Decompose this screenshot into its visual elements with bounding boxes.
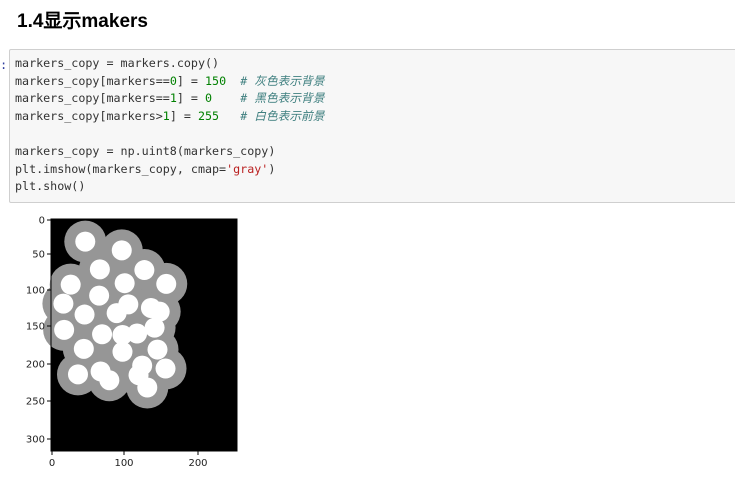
y-tick-label: 100: [26, 286, 45, 297]
marker-foreground: [67, 364, 88, 385]
marker-foreground: [147, 339, 168, 360]
marker-foreground: [89, 259, 110, 280]
x-tick-label: 0: [49, 458, 55, 469]
marker-foreground: [75, 231, 96, 252]
code-line: markers_copy = markers.copy(): [15, 55, 324, 73]
code-token: 255: [197, 108, 220, 123]
marker-foreground: [144, 317, 165, 338]
y-tick-label: 300: [26, 435, 45, 446]
cell-output: 0 50 100 150 200 250 300 0 100 200: [0, 205, 300, 487]
code-line: [15, 125, 324, 143]
code-token: ] =: [176, 91, 206, 106]
axes-frame: [50, 218, 238, 452]
code-token: 'gray': [226, 161, 269, 176]
marker-foreground: [73, 338, 94, 359]
marker-foreground: [112, 324, 133, 345]
y-tick-label: 0: [39, 216, 45, 227]
code-line: markers_copy[markers==0] = 150 # 灰色表示背景: [15, 73, 324, 91]
code-token: ): [268, 161, 276, 176]
code-token: 1: [169, 91, 177, 106]
marker-foreground: [128, 365, 149, 386]
code-token: # 白色表示前景: [219, 108, 325, 123]
code-token: 0: [169, 73, 177, 88]
y-tick-label: 50: [32, 250, 45, 261]
code-line: markers_copy = np.uint8(markers_copy): [15, 143, 324, 161]
marker-foreground: [54, 319, 75, 340]
code-token: plt.show(): [15, 179, 86, 194]
y-tick-label: 250: [26, 397, 45, 408]
code-token: markers_copy[markers==: [15, 73, 170, 88]
code-token: ] =: [176, 73, 206, 88]
code-cell[interactable]: markers_copy = markers.copy() markers_cop…: [9, 49, 735, 203]
marker-foreground: [53, 293, 74, 314]
code-token: # 灰色表示背景: [226, 73, 325, 88]
code-line: plt.imshow(markers_copy, cmap='gray'): [15, 161, 324, 179]
marker-foreground: [92, 324, 113, 345]
section-heading: 1.4显示makers: [17, 11, 148, 32]
code-line: plt.show(): [15, 178, 324, 196]
marker-foreground: [111, 240, 132, 261]
x-tick-label: 200: [188, 458, 207, 469]
marker-foreground: [106, 303, 127, 324]
cell-prompt: :: [0, 58, 8, 72]
code-token: markers_copy[markers>: [15, 108, 163, 123]
code-token: 1: [162, 108, 170, 123]
code-editor[interactable]: markers_copy = markers.copy() markers_cop…: [15, 55, 324, 196]
code-token: ] =: [169, 108, 198, 123]
code-token: plt.imshow(markers_copy, cmap=: [15, 161, 227, 176]
marker-foreground: [112, 341, 133, 362]
code-token: markers_copy = np.uint8(markers_copy): [15, 143, 276, 158]
code-line: markers_copy[markers==1] = 0 # 黑色表示背景: [15, 90, 324, 108]
code-line: markers_copy[markers>1] = 255 # 白色表示前景: [15, 108, 324, 126]
marker-foreground: [156, 273, 177, 294]
marker-foreground: [114, 273, 135, 294]
marker-foreground: [155, 358, 176, 379]
code-token: markers_copy[markers==: [15, 91, 170, 106]
marker-foreground: [149, 301, 170, 322]
code-token: 0: [205, 91, 213, 106]
y-tick-label: 150: [26, 322, 45, 333]
code-token: 150: [205, 73, 227, 88]
marker-foreground: [134, 260, 155, 281]
x-tick-label: 100: [114, 458, 133, 469]
marker-foreground: [127, 323, 148, 344]
imshow-plot: 0 50 100 150 200 250 300 0 100 200: [26, 216, 238, 469]
code-token: # 黑色表示背景: [212, 91, 325, 106]
code-token: markers_copy = markers.copy(): [15, 56, 220, 70]
y-tick-label: 200: [26, 360, 45, 371]
marker-foreground: [74, 304, 95, 325]
marker-foreground: [99, 370, 120, 391]
marker-foreground: [89, 285, 110, 306]
marker-foreground: [60, 274, 81, 295]
